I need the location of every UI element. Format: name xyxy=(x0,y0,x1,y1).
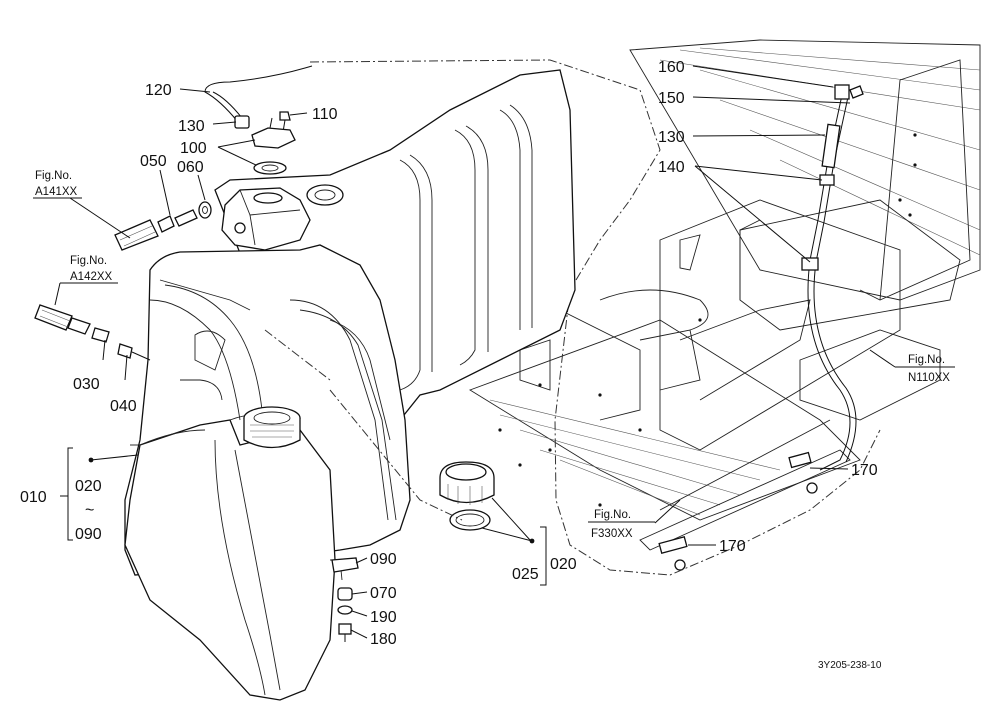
label-060: 060 xyxy=(177,159,204,176)
fig-ref-n110-code: N110XX xyxy=(908,372,950,384)
fig-ref-a141-title: Fig.No. xyxy=(35,170,72,182)
small-parts xyxy=(34,65,495,642)
label-030: 030 xyxy=(73,376,100,393)
label-020-left: 020 xyxy=(75,478,102,495)
fuel-line-hose xyxy=(658,84,864,571)
label-180: 180 xyxy=(370,631,397,648)
label-150: 150 xyxy=(658,90,685,107)
label-040: 040 xyxy=(110,398,137,415)
fig-ref-a141-code: A141XX xyxy=(35,186,78,198)
drawing-code: 3Y205-238-10 xyxy=(818,660,882,671)
label-110: 110 xyxy=(312,106,338,123)
frame-outline-dashed xyxy=(309,59,881,576)
label-090-right: 090 xyxy=(370,551,397,568)
label-010: 010 xyxy=(20,489,47,506)
label-120: 120 xyxy=(145,82,172,99)
fig-ref-a142-code: A142XX xyxy=(70,271,113,283)
label-070: 070 xyxy=(370,585,397,602)
label-025: 025 xyxy=(512,566,539,583)
label-100: 100 xyxy=(180,140,207,157)
leader-lines xyxy=(54,65,896,639)
label-170-upper: 170 xyxy=(851,462,878,479)
label-160: 160 xyxy=(658,59,685,76)
label-tilde: ~ xyxy=(85,502,94,519)
label-170-lower: 170 xyxy=(719,538,746,555)
label-190: 190 xyxy=(370,609,397,626)
label-050: 050 xyxy=(140,153,167,170)
label-130-right: 130 xyxy=(658,129,685,146)
fig-ref-n110-title: Fig.No. xyxy=(908,354,945,366)
label-130-left: 130 xyxy=(178,118,205,135)
label-020-right: 020 xyxy=(550,556,577,573)
figure-references: Fig.No. A141XX Fig.No. A142XX Fig.No. N1… xyxy=(33,170,955,540)
tractor-frame-drawing xyxy=(468,39,981,551)
fuel-tank xyxy=(124,69,576,701)
label-090-left: 090 xyxy=(75,526,102,543)
callout-labels: 120 130 110 100 050 060 030 040 010 020 … xyxy=(20,59,878,648)
label-140: 140 xyxy=(658,159,685,176)
fig-ref-a142-title: Fig.No. xyxy=(70,255,107,267)
fig-ref-f330-title: Fig.No. xyxy=(594,509,631,521)
fig-ref-f330-code: F330XX xyxy=(591,528,633,540)
